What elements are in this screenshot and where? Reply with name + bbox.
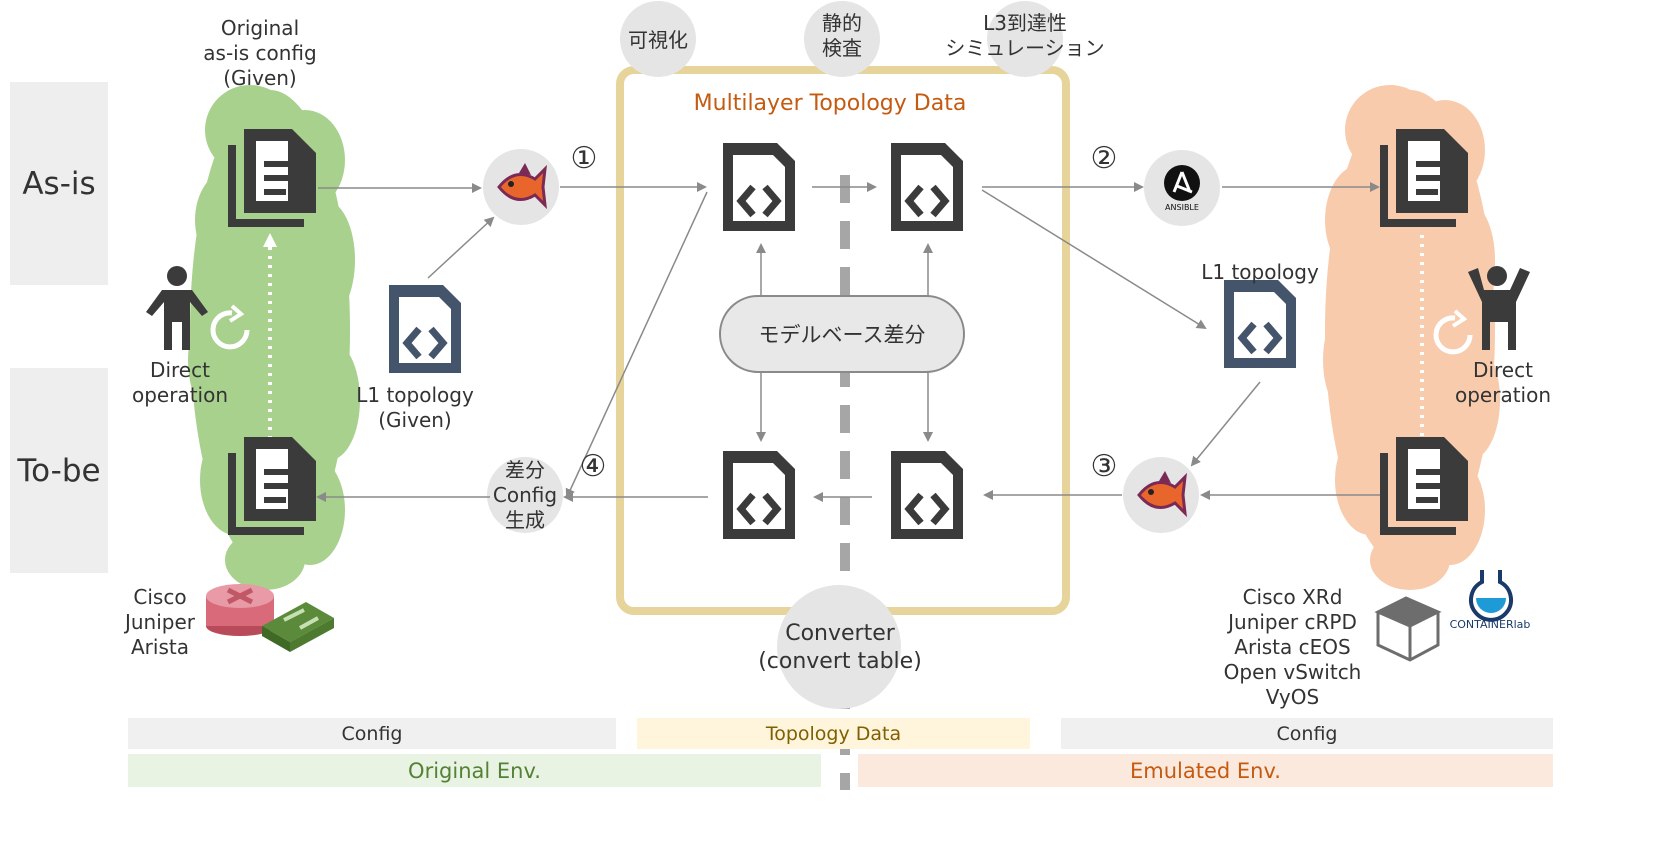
topology-box-title: Multilayer Topology Data — [693, 91, 967, 116]
l1-topology-given-label: L1 topology (Given) — [356, 383, 474, 432]
config-right-label: Config — [1276, 722, 1338, 745]
l1-topology-given-icon — [389, 285, 461, 373]
direct-operation-left-label: Direct operation — [131, 358, 229, 407]
topology-asis-original-icon — [723, 143, 795, 231]
model-diff-pill — [719, 295, 965, 373]
containerlab-icon — [1469, 570, 1513, 622]
step-3-label: ③ — [1090, 449, 1118, 484]
refresh-icon-right — [1433, 309, 1473, 355]
visualize-label: 可視化 — [628, 28, 688, 52]
containerlab-label: CONTAINERlab — [1449, 618, 1531, 631]
ansible-label: ANSIBLE — [1165, 203, 1199, 212]
static-check-label: 静的 検査 — [822, 11, 862, 60]
config-left-label: Config — [341, 722, 403, 745]
model-diff-label: モデルベース差分 — [758, 323, 926, 347]
topology-tobe-emulated-icon — [891, 451, 963, 539]
emulated-env-label: Emulated Env. — [1130, 758, 1281, 783]
container-box-icon — [1374, 596, 1442, 662]
topology-asis-emulated-icon — [891, 143, 963, 231]
topology-data-label: Topology Data — [765, 722, 902, 745]
converter-circle — [777, 585, 901, 709]
l3-sim-label: L3到達性 シミュレーション — [945, 11, 1105, 60]
band-config-left — [128, 718, 616, 749]
l1-topology-icon — [1224, 280, 1296, 368]
tobe-config-doc-icon — [232, 437, 316, 531]
visualize-circle — [620, 1, 696, 77]
asis-config-doc-icon — [232, 129, 316, 223]
step-2-label: ② — [1090, 141, 1118, 176]
diff-config-circle — [487, 457, 563, 533]
emulated-tobe-config-doc-icon — [1384, 437, 1468, 531]
refresh-icon-left — [210, 304, 250, 350]
emulated-asis-config-doc-icon — [1384, 129, 1468, 223]
direct-operation-right-label: Direct operation — [1454, 358, 1552, 407]
converter-label: Converter (convert table) — [758, 621, 922, 674]
router-switch-icon — [206, 584, 334, 652]
tobe-row-label: To-be — [17, 452, 101, 489]
batfish-icon-3 — [1121, 455, 1201, 535]
band-config-right — [1061, 718, 1553, 749]
batfish-icon-1 — [481, 147, 561, 227]
l3-sim-circle — [987, 1, 1063, 77]
original-env-label: Original Env. — [408, 758, 541, 783]
diff-config-label: 差分 Config 生成 — [492, 458, 558, 532]
topology-tobe-original-icon — [723, 451, 795, 539]
band-emulated-env — [858, 754, 1553, 787]
step-1-label: ① — [570, 141, 598, 176]
band-topology-data — [637, 718, 1030, 749]
step-4-label: ④ — [579, 449, 607, 484]
tobe-row-bg — [10, 368, 108, 573]
asis-row-bg — [10, 82, 108, 285]
asis-row-label: As-is — [22, 165, 96, 202]
flow-arrows — [316, 182, 1380, 502]
person-icon-right — [1468, 266, 1530, 350]
ansible-icon — [1144, 150, 1220, 226]
band-original-env — [128, 754, 821, 787]
original-config-label: Original as-is config (Given) — [203, 16, 317, 90]
person-icon-left — [146, 266, 208, 350]
l1-topology-label: L1 topology — [1201, 260, 1319, 284]
static-check-circle — [804, 1, 880, 77]
platforms-label: Cisco XRd Juniper cRPD Arista cEOS Open … — [1223, 585, 1362, 709]
vendors-label: Cisco Juniper Arista — [124, 585, 196, 659]
